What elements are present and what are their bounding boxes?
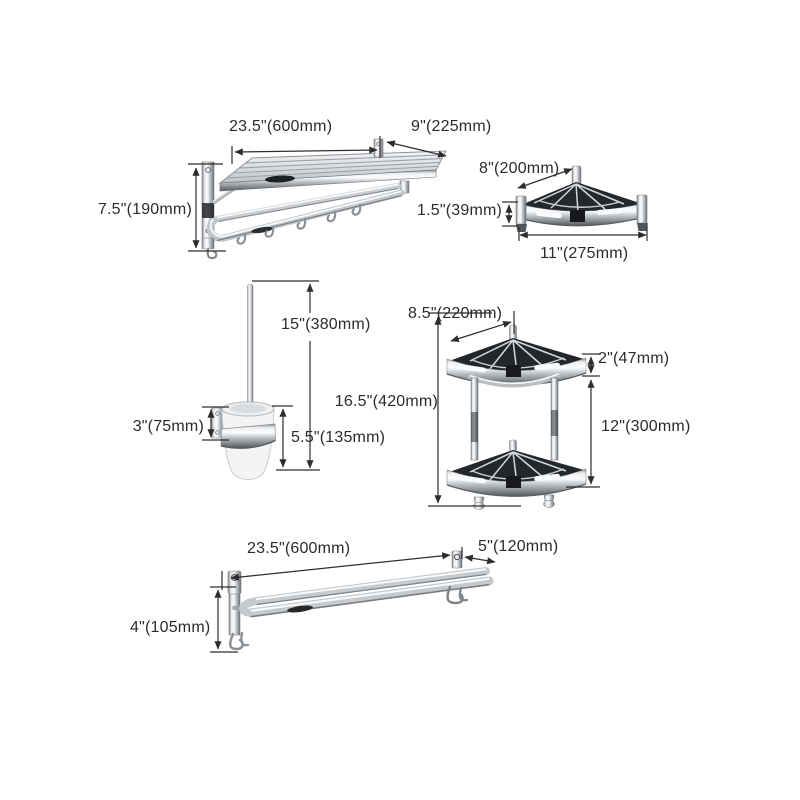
- corner-shelf-depth-dimension: [517, 168, 573, 189]
- bar-reflection: [287, 605, 313, 613]
- toilet-brush-chrome-band: [220, 423, 276, 449]
- towel-rack-bracket-shadow: [202, 203, 214, 218]
- screw-icon: [205, 167, 211, 173]
- towel-rack-back-bracket: [373, 138, 384, 158]
- corner-basket-bottom-tab: [506, 476, 521, 488]
- corner-basket-total-height-dimension: [428, 312, 521, 507]
- corner-shelf-left-bracket: [515, 195, 527, 225]
- corner-basket-rail: [467, 372, 562, 388]
- towel-bar-depth-dimension: [464, 554, 496, 565]
- shelf-slats: [226, 154, 445, 179]
- toilet-brush-cup-dimension: [272, 405, 293, 468]
- shelf-front-edge: [219, 169, 437, 192]
- corner-shelf-center-tab: [570, 210, 585, 222]
- corner-basket-gap-dimension: [566, 379, 600, 488]
- corner-shelf-tray-surface: [521, 182, 643, 213]
- towel-bar-depth-label: 5"(120mm): [478, 538, 559, 555]
- corner-basket-feet: [473, 494, 555, 510]
- screw-icon: [453, 553, 461, 561]
- corner-basket-bottom-tray: [446, 450, 587, 497]
- corner-basket-figure: [446, 324, 587, 510]
- toilet-brush-height-dimension: [252, 280, 320, 471]
- corner-basket-depth-label: 8.5"(220mm): [408, 305, 503, 322]
- toilet-brush-cup-inner: [230, 404, 266, 413]
- toilet-brush-bracket-dimension: [202, 406, 229, 441]
- shelf-reflection: [265, 175, 295, 183]
- corner-basket-tier-label: 2"(47mm): [598, 350, 670, 367]
- dimension-lines: [188, 136, 648, 653]
- corner-shelf-left-foot: [516, 224, 527, 232]
- towel-bar-height-label: 4"(105mm): [130, 619, 211, 636]
- towel-rack-height-label: 7.5"(190mm): [97, 201, 192, 218]
- corner-shelf-rim-height-label: 1.5"(39mm): [417, 202, 503, 219]
- post-reflection: [471, 412, 478, 442]
- corner-basket-gap-label: 12"(300mm): [601, 418, 691, 435]
- screw-icon: [215, 430, 220, 435]
- corner-basket-depth-dimension: [450, 311, 515, 343]
- corner-shelf-right-foot: [637, 223, 648, 231]
- screw-icon: [215, 411, 220, 416]
- corner-basket-total-height-label: 16.5"(420mm): [334, 393, 438, 410]
- corner-shelf-width-dimension: [518, 226, 648, 241]
- toilet-brush-figure: [210, 283, 276, 480]
- towel-bar-width-label: 23.5"(600mm): [247, 540, 351, 557]
- towel-rack-shelf: [218, 150, 447, 192]
- towel-bar-figure: [227, 550, 494, 651]
- toilet-brush-handle: [247, 283, 254, 407]
- corner-shelf-figure: [515, 165, 648, 232]
- towel-rack-hooks: [236, 203, 362, 245]
- corner-shelf-width-label: 11"(275mm): [540, 245, 629, 262]
- towel-rack-width-label: 23.5"(600mm): [229, 118, 333, 135]
- post-reflection: [551, 410, 558, 436]
- towel-bar-height-dimension: [210, 586, 238, 653]
- towel-bar-left-hook: [240, 631, 250, 647]
- towel-rack-inner-rail: [214, 183, 401, 223]
- towel-rack-height-dimension: [188, 163, 226, 252]
- towel-rack-outer-rail: [206, 189, 405, 242]
- towel-rack-bottom-hook: [201, 237, 218, 260]
- toilet-brush-bracket-label: 3"(75mm): [132, 418, 204, 435]
- corner-shelf-rim-height-dimension: [502, 201, 518, 227]
- toilet-brush-height-label: 15"(380mm): [281, 316, 371, 333]
- towel-bar-right-hook: [446, 585, 469, 605]
- towel-bar-bars: [239, 567, 494, 618]
- towel-rack-depth-label: 9"(225mm): [411, 118, 492, 135]
- screw-icon: [232, 606, 237, 610]
- towel-rack-width-dimension: [231, 136, 381, 164]
- corner-shelf-right-bracket: [636, 194, 648, 224]
- corner-shelf-depth-label: 8"(200mm): [479, 160, 560, 177]
- corner-basket-top-tab: [506, 365, 521, 377]
- corner-basket-tier-dimension: [582, 353, 600, 377]
- toilet-brush-cup-label: 5.5"(135mm): [291, 429, 386, 446]
- towel-rack-depth-dimension: [386, 140, 447, 158]
- towel-rack-figure: [201, 138, 447, 260]
